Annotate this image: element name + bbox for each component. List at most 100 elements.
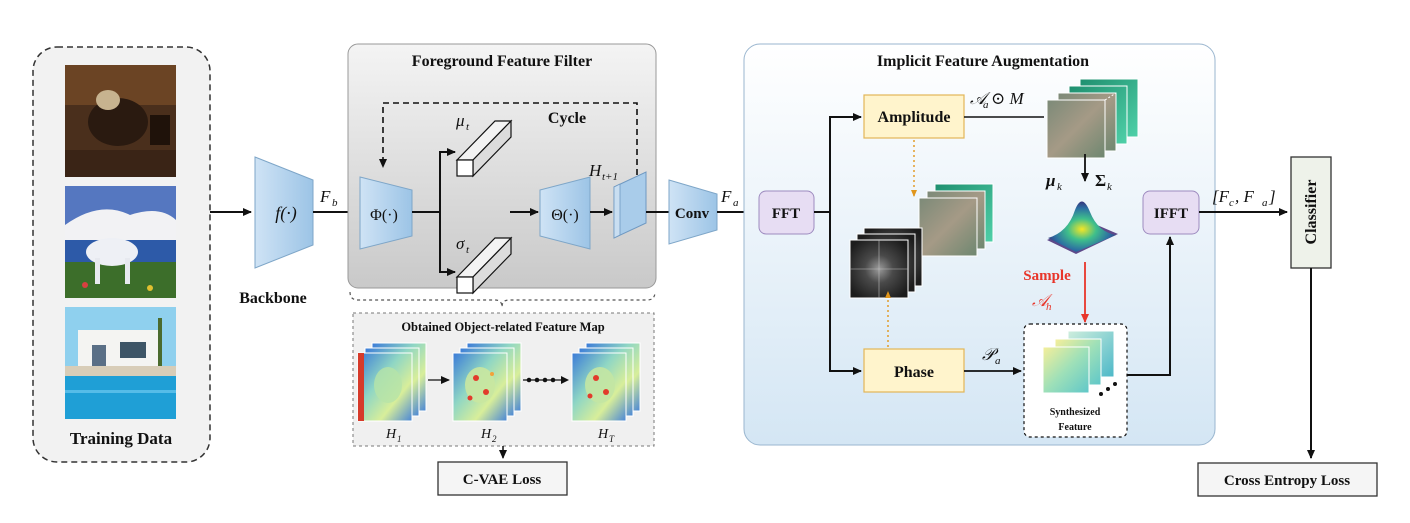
phase-label: Phase [894,364,934,381]
ellipsis-dots [523,376,569,384]
fft-label: FFT [772,206,800,222]
arrow-synth-to-ifft [1127,236,1174,376]
svg-text:, F: , F [1235,187,1255,206]
feature-map-h2 [452,342,522,422]
a-h-label: 𝒜 h [1032,291,1053,313]
gaussian-distribution [1047,201,1118,254]
arrow-to-amplitude [829,113,862,212]
concat-label: [F c , F a ] [1212,187,1276,209]
training-data-panel: Training Data [32,46,211,463]
synthesized-feature-group: Synthesized Feature [1023,323,1128,438]
svg-text:t: t [466,244,470,256]
backbone-output-label: F b [319,187,338,209]
arrow-to-sigma [439,212,456,276]
svg-text:𝒜: 𝒜 [970,89,991,108]
svg-text:F: F [720,187,732,206]
svg-text:a: a [983,99,989,111]
svg-text:F: F [319,187,331,206]
svg-text:a: a [733,197,739,209]
svg-text:b: b [332,197,338,209]
feature-maps-title: Obtained Object-related Feature Map [401,320,604,334]
cross-entropy-loss-label: Cross Entropy Loss [1224,473,1350,489]
masked-amplitude-stack [1046,78,1139,159]
conv-label: Conv [675,206,710,222]
mu-vector [455,119,513,178]
synthesized-label-2: Feature [1058,422,1092,433]
svg-text:t: t [466,121,470,133]
cycle-loop-arrow [379,102,638,175]
amplitude-block: Amplitude [863,94,965,139]
cvae-loss-box: C-VAE Loss [437,461,568,496]
h-next-feature [613,171,647,239]
svg-text:μ: μ [455,111,465,130]
theta-label: Θ(·) [551,207,579,224]
fft-block: FFT [758,190,815,235]
sample-label: Sample [1023,268,1071,284]
svg-text:σ: σ [456,234,465,253]
theta-decoder-block [539,176,591,250]
mu-label: μ t [455,111,470,133]
svg-text:T: T [609,434,615,444]
amplitude-operation-label: 𝒜 a ⊙ M [970,89,1024,111]
svg-text:𝒜: 𝒜 [1032,291,1053,310]
svg-text:1: 1 [397,434,402,444]
svg-text:t+1: t+1 [602,171,618,183]
sigma-k-label: Σ k [1095,171,1113,193]
sigma-vector [455,236,513,295]
h-next-label: H t+1 [588,161,618,183]
conv-output-label: F a [720,187,739,209]
svg-text:H: H [480,427,492,442]
svg-text:k: k [1107,181,1113,193]
svg-text:Σ: Σ [1095,171,1106,190]
cycle-label: Cycle [548,110,586,127]
svg-text:H: H [385,427,397,442]
ifft-block: IFFT [1142,190,1200,235]
phase-spectrum-stack [849,227,923,299]
svg-text:H: H [597,427,609,442]
backbone-function: f(·) [275,203,297,224]
backbone-label: Backbone [239,290,307,307]
filter-title: Foreground Feature Filter [412,53,592,70]
ifft-label: IFFT [1154,206,1188,222]
training-image-3 [65,307,176,419]
classifier-label: Classifier [1303,180,1320,245]
cvae-loss-label: C-VAE Loss [463,472,542,488]
classifier-block: Classifier [1290,156,1332,269]
feature-maps-panel: Obtained Object-related Feature Map H 1 … [349,291,656,447]
foreground-filter-panel: Foreground Feature Filter Cycle Φ(·) μ t… [347,43,657,295]
conv-block: Conv [668,179,718,245]
backbone-block: f(·) Backbone [239,156,314,307]
arrow-to-phase [829,212,862,375]
mu-k-label: μ k [1045,171,1063,193]
feature-map-ht-label: H T [597,427,615,444]
svg-text:2: 2 [492,434,497,444]
training-image-2 [65,186,176,298]
svg-text:]: ] [1268,187,1276,206]
training-image-1 [65,65,176,177]
svg-text:H: H [588,161,603,180]
feature-map-h1-label: H 1 [385,427,402,444]
feature-map-ht [571,342,641,422]
svg-text:⊙ M: ⊙ M [991,89,1024,108]
svg-text:a: a [1262,197,1268,209]
svg-text:c: c [1229,197,1234,209]
synthesized-label-1: Synthesized [1050,407,1101,418]
augmentation-panel: Implicit Feature Augmentation FFT Amplit… [743,43,1216,446]
svg-text:k: k [1057,181,1063,193]
phi-encoder-block [359,176,413,250]
svg-text:h: h [1046,301,1052,313]
arrow-to-mu [412,148,456,213]
training-data-label: Training Data [70,429,173,448]
sigma-label: σ t [456,234,470,256]
svg-text:μ: μ [1045,171,1055,190]
svg-text:a: a [995,355,1001,367]
svg-text:[F: [F [1212,187,1230,206]
feature-map-h1 [357,342,427,422]
cross-entropy-loss-box: Cross Entropy Loss [1197,462,1378,497]
augmentation-title: Implicit Feature Augmentation [877,53,1089,70]
feature-map-h2-label: H 2 [480,427,497,444]
phase-block: Phase [863,348,965,393]
amplitude-label: Amplitude [878,109,951,126]
